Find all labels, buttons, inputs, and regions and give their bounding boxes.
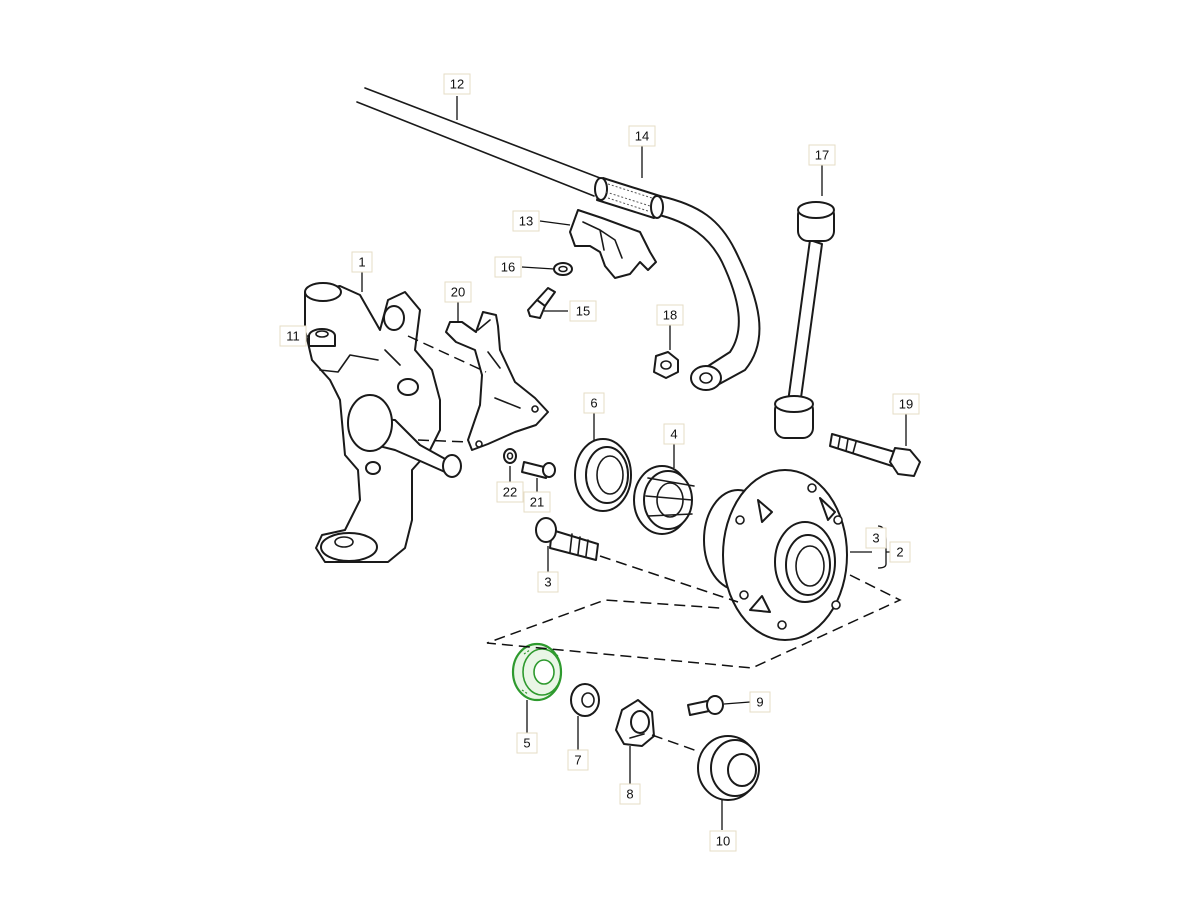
label-19: 19	[892, 393, 920, 415]
label-3: 3	[537, 571, 559, 593]
svg-text:22: 22	[503, 485, 517, 500]
svg-text:20: 20	[451, 285, 465, 300]
label-13: 13	[512, 210, 540, 232]
nut-18[interactable]	[653, 351, 679, 379]
stabilizer-bar[interactable]	[356, 87, 761, 391]
clamping-nut[interactable]	[615, 699, 655, 747]
label-17: 17	[808, 144, 836, 166]
svg-text:13: 13	[519, 214, 533, 229]
bolt-15[interactable]	[527, 287, 556, 319]
bushing-bracket[interactable]	[569, 209, 657, 279]
label-7: 7	[567, 749, 589, 771]
label-6: 6	[583, 392, 605, 414]
svg-text:8: 8	[626, 787, 633, 802]
bolt-19[interactable]	[829, 433, 921, 477]
steering-knuckle[interactable]	[304, 282, 462, 563]
clamping-screw[interactable]	[687, 695, 724, 716]
seal-ring-highlighted[interactable]	[511, 642, 563, 702]
svg-text:16: 16	[501, 260, 515, 275]
label-15: 15	[569, 300, 597, 322]
grease-cap[interactable]	[697, 735, 760, 801]
part-labels: 1 2 3 3 4 5 6 7 8 9 10 11 12 13 14 15 16…	[279, 73, 920, 852]
label-22: 22	[496, 481, 524, 503]
svg-text:14: 14	[635, 129, 649, 144]
label-20: 20	[444, 281, 472, 303]
svg-text:3: 3	[872, 531, 879, 546]
label-14: 14	[628, 125, 656, 147]
label-9: 9	[749, 691, 771, 713]
svg-text:6: 6	[590, 396, 597, 411]
wheel-hub[interactable]	[703, 469, 848, 641]
svg-text:12: 12	[450, 77, 464, 92]
label-21: 21	[523, 491, 551, 513]
coupling-link[interactable]	[774, 201, 835, 439]
brake-backing-plate[interactable]	[445, 311, 549, 451]
tapered-roller-bearing[interactable]	[633, 465, 695, 535]
svg-text:9: 9	[756, 695, 763, 710]
svg-text:11: 11	[286, 329, 300, 344]
label-1: 1	[351, 251, 373, 273]
svg-text:18: 18	[663, 308, 677, 323]
label-16: 16	[494, 256, 522, 278]
wheel-stud[interactable]	[535, 517, 599, 561]
thrust-washer[interactable]	[570, 683, 600, 717]
label-4: 4	[663, 423, 685, 445]
label-2: 2	[889, 541, 911, 563]
svg-text:19: 19	[899, 397, 913, 412]
svg-text:4: 4	[670, 427, 677, 442]
outer-bearing-race[interactable]	[574, 438, 632, 512]
svg-text:1: 1	[358, 255, 365, 270]
svg-text:15: 15	[576, 304, 590, 319]
washer-22[interactable]	[503, 448, 517, 464]
label-8: 8	[619, 783, 641, 805]
label-12: 12	[443, 73, 471, 95]
label-18: 18	[656, 304, 684, 326]
svg-text:3: 3	[544, 575, 551, 590]
svg-text:17: 17	[815, 148, 829, 163]
svg-text:7: 7	[574, 753, 581, 768]
bolt-21[interactable]	[521, 461, 556, 479]
label-3-bracket: 3	[865, 527, 887, 549]
svg-text:5: 5	[523, 736, 530, 751]
svg-text:21: 21	[530, 495, 544, 510]
washer-16[interactable]	[553, 262, 573, 276]
label-10: 10	[709, 830, 737, 852]
leader-lines	[302, 96, 907, 830]
nut-11[interactable]	[308, 328, 336, 347]
bar-bushing[interactable]	[594, 177, 664, 219]
assembly-lines	[407, 335, 902, 753]
svg-text:10: 10	[716, 834, 730, 849]
label-11: 11	[279, 325, 307, 347]
label-5: 5	[516, 732, 538, 754]
svg-text:2: 2	[896, 545, 903, 560]
